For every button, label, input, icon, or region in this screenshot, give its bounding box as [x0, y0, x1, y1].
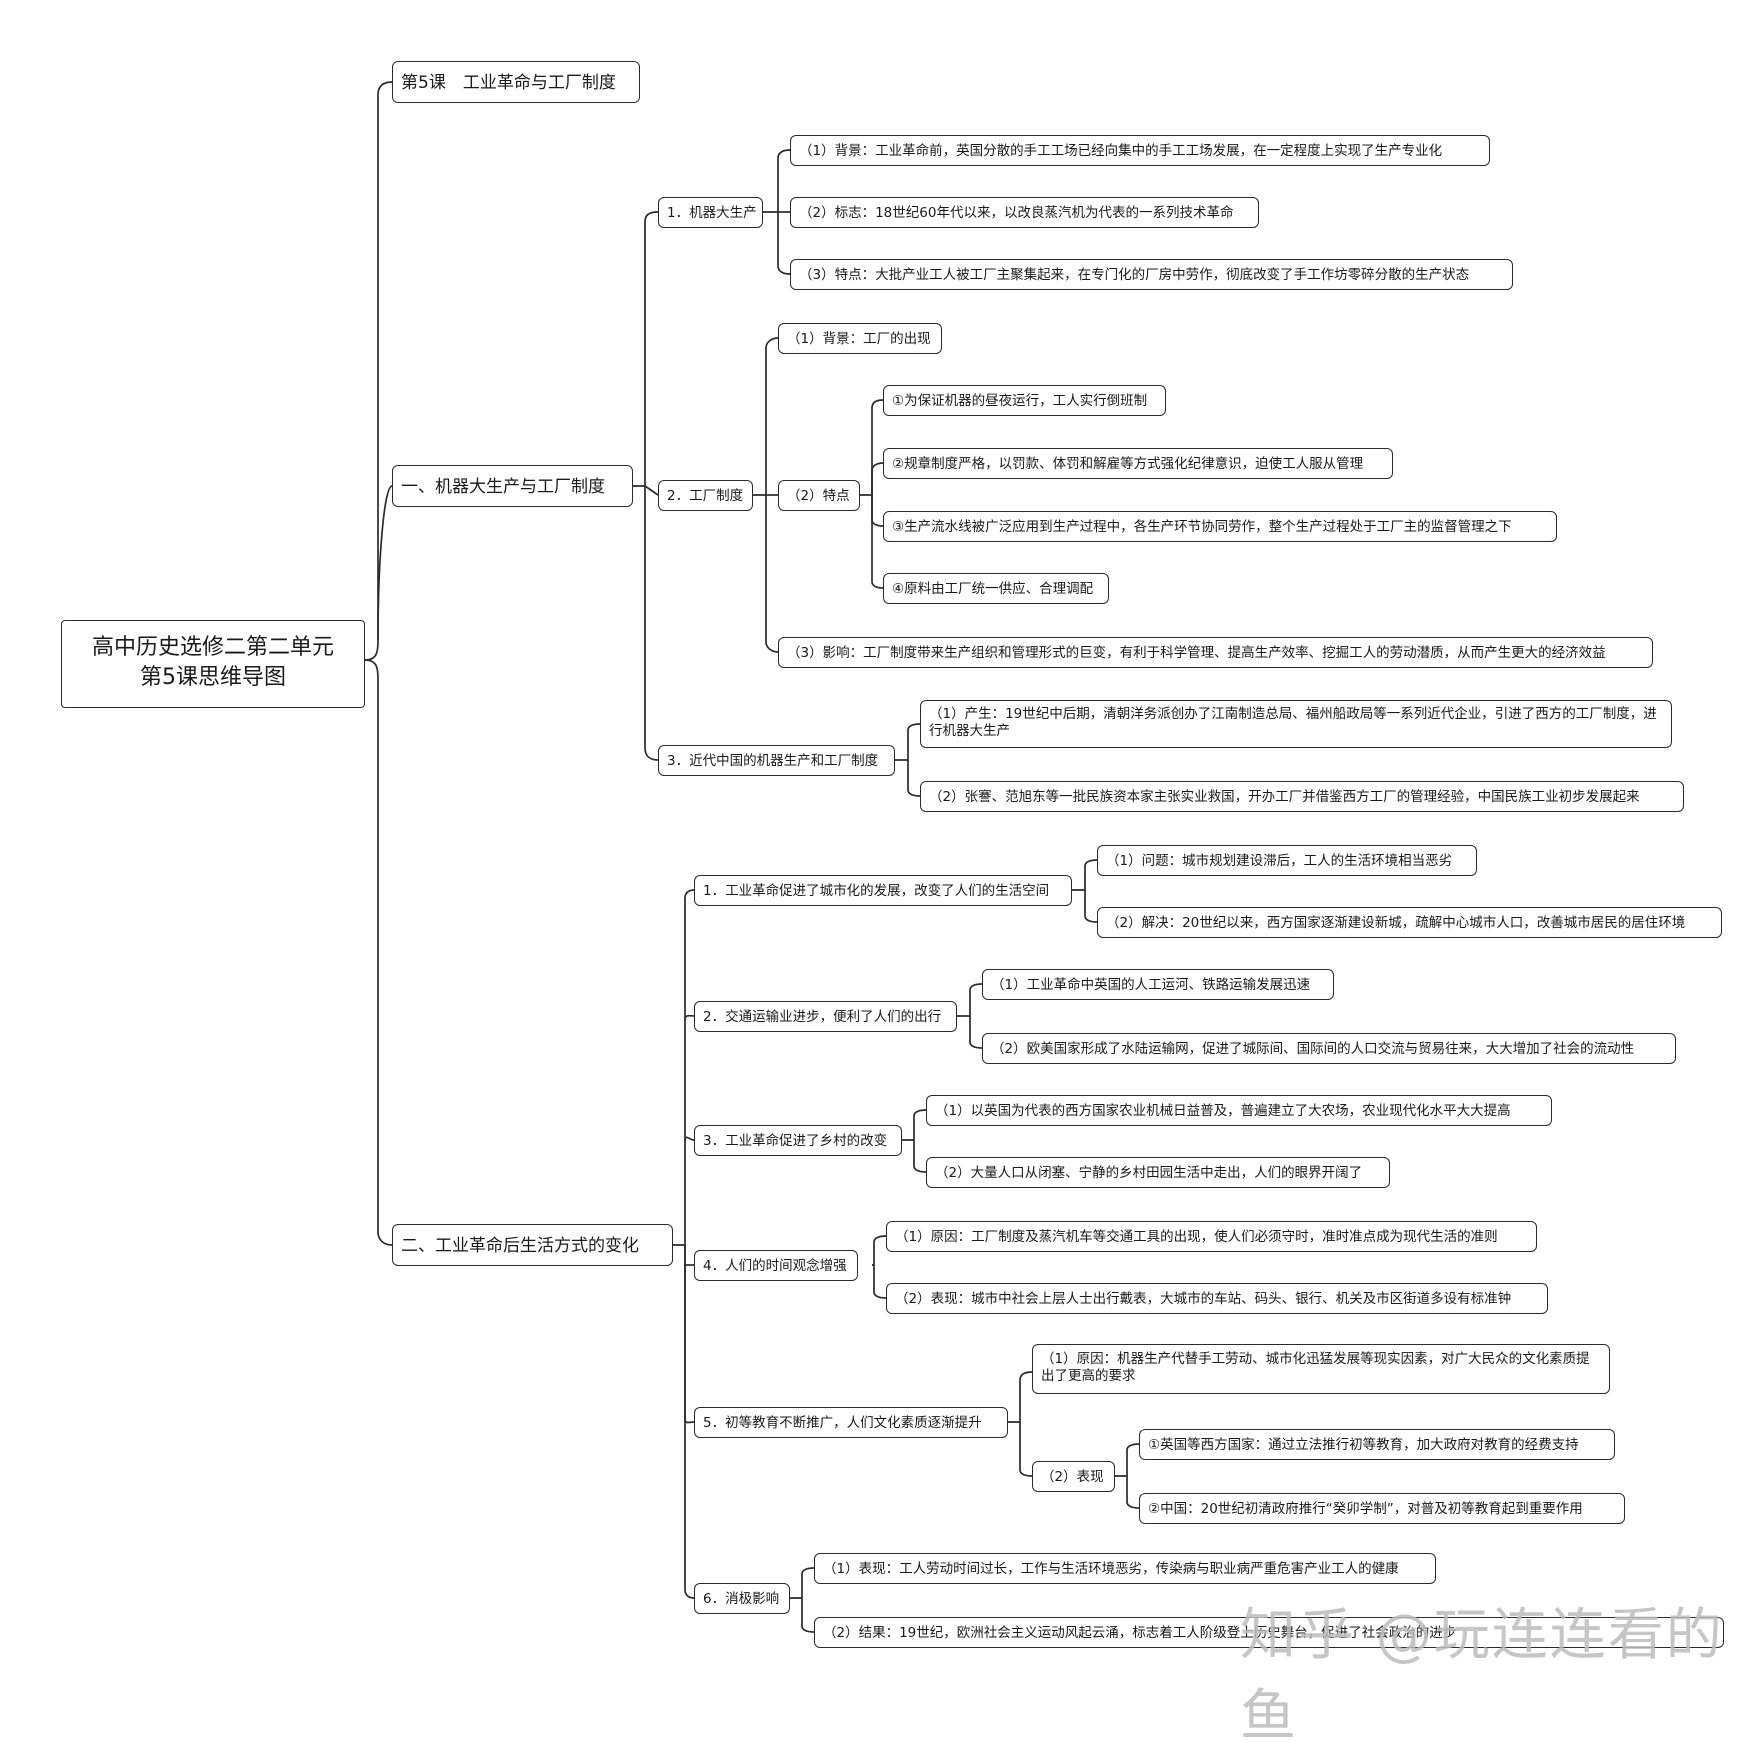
connector-lines [364, 81, 1140, 1633]
s2-b4-item2[interactable]: （2）表现：城市中社会上层人士出行戴表，大城市的车站、码头、银行、机关及市区街道… [886, 1283, 1548, 1314]
s2-b4-item1[interactable]: （1）原因：工厂制度及蒸汽机车等交通工具的出现，使人们必须守时，准时准点成为现代… [886, 1221, 1537, 1252]
s2-b5-show1[interactable]: ①英国等西方国家：通过立法推行初等教育，加大政府对教育的经费支持 [1139, 1429, 1615, 1460]
s2-b5-show-node[interactable]: （2）表现 [1032, 1461, 1115, 1492]
section1-node[interactable]: 一、机器大生产与工厂制度 [392, 465, 633, 507]
s1-branch2-node[interactable]: 2．工厂制度 [658, 480, 753, 511]
s1-b3-item2[interactable]: （2）张謇、范旭东等一批民族资本家主张实业救国，开办工厂并借鉴西方工厂的管理经验… [920, 781, 1684, 812]
s2-b6-item1[interactable]: （1）表现：工人劳动时间过长，工作与生活环境恶劣，传染病与职业病严重危害产业工人… [814, 1553, 1436, 1584]
s2-b2-item1[interactable]: （1）工业革命中英国的人工运河、铁路运输发展迅速 [982, 969, 1334, 1000]
s1-b1-item3[interactable]: （3）特点：大批产业工人被工厂主聚集起来，在专门化的厂房中劳作，彻底改变了手工作… [790, 259, 1513, 290]
s1-branch3-node[interactable]: 3．近代中国的机器生产和工厂制度 [658, 745, 895, 776]
s1-branch1-node[interactable]: 1．机器大生产 [658, 197, 763, 228]
s2-b1-item1[interactable]: （1）问题：城市规划建设滞后，工人的生活环境相当恶劣 [1097, 845, 1477, 876]
watermark-text: 知乎 @玩连连看的鱼 [1240, 1603, 1724, 1749]
s1-b2-feature3[interactable]: ③生产流水线被广泛应用到生产过程中，各生产环节协同劳作，整个生产过程处于工厂主的… [883, 511, 1557, 542]
s2-branch1-node[interactable]: 1．工业革命促进了城市化的发展，改变了人们的生活空间 [694, 875, 1072, 906]
mind-map-canvas: 高中历史选修二第二单元 第5课思维导图 第5课 工业革命与工厂制度 一、机器大生… [61, 61, 1724, 1749]
section2-node[interactable]: 二、工业革命后生活方式的变化 [392, 1224, 673, 1266]
s1-b2-feature1[interactable]: ①为保证机器的昼夜运行，工人实行倒班制 [883, 385, 1166, 416]
s2-b3-item2[interactable]: （2）大量人口从闭塞、宁静的乡村田园生活中走出，人们的眼界开阔了 [926, 1157, 1390, 1188]
s1-b2-background[interactable]: （1）背景：工厂的出现 [778, 323, 942, 354]
root-title-line2: 第5课思维导图 [140, 665, 286, 690]
s2-branch6-node[interactable]: 6．消极影响 [694, 1583, 790, 1614]
s2-branch5-node[interactable]: 5．初等教育不断推广，人们文化素质逐渐提升 [694, 1407, 1008, 1438]
root-title-line1: 高中历史选修二第二单元 [91, 635, 334, 660]
s1-b1-item2[interactable]: （2）标志：18世纪60年代以来，以改良蒸汽机为代表的一系列技术革命 [790, 197, 1259, 228]
s1-b3-item1[interactable]: （1）产生：19世纪中后期，清朝洋务派创办了江南制造总局、福州船政局等一系列近代… [920, 700, 1672, 748]
s2-branch2-node[interactable]: 2．交通运输业进步，便利了人们的出行 [694, 1001, 957, 1032]
s2-branch4-node[interactable]: 4．人们的时间观念增强 [694, 1250, 858, 1281]
s2-b5-show2[interactable]: ②中国：20世纪初清政府推行“癸卯学制”，对普及初等教育起到重要作用 [1139, 1493, 1625, 1524]
s1-b1-item1[interactable]: （1）背景：工业革命前，英国分散的手工工场已经向集中的手工工场发展，在一定程度上… [790, 135, 1490, 166]
s2-b5-reason[interactable]: （1）原因：机器生产代替手工劳动、城市化迅猛发展等现实因素，对广大民众的文化素质… [1032, 1344, 1610, 1394]
s1-b2-feature4[interactable]: ④原料由工厂统一供应、合理调配 [883, 573, 1109, 604]
s2-branch3-node[interactable]: 3．工业革命促进了乡村的改变 [694, 1125, 902, 1156]
s1-b2-impact[interactable]: （3）影响：工厂制度带来生产组织和管理形式的巨变，有利于科学管理、提高生产效率、… [778, 637, 1653, 668]
s1-b2-feature2[interactable]: ②规章制度严格，以罚款、体罚和解雇等方式强化纪律意识，迫使工人服从管理 [883, 448, 1393, 479]
s2-b3-item1[interactable]: （1）以英国为代表的西方国家农业机械日益普及，普遍建立了大农场，农业现代化水平大… [926, 1095, 1552, 1126]
s2-b6-item2[interactable]: （2）结果：19世纪，欧洲社会主义运动风起云涌，标志着工人阶级登上历史舞台，促进… [814, 1617, 1724, 1648]
root-node[interactable]: 高中历史选修二第二单元 第5课思维导图 [61, 620, 365, 708]
s2-b1-item2[interactable]: （2）解决：20世纪以来，西方国家逐渐建设新城，疏解中心城市人口，改善城市居民的… [1097, 907, 1722, 938]
lesson-title-node[interactable]: 第5课 工业革命与工厂制度 [392, 61, 640, 103]
s2-b2-item2[interactable]: （2）欧美国家形成了水陆运输网，促进了城际间、国际间的人口交流与贸易往来，大大增… [982, 1033, 1676, 1064]
s1-b2-features-node[interactable]: （2）特点 [778, 480, 860, 511]
